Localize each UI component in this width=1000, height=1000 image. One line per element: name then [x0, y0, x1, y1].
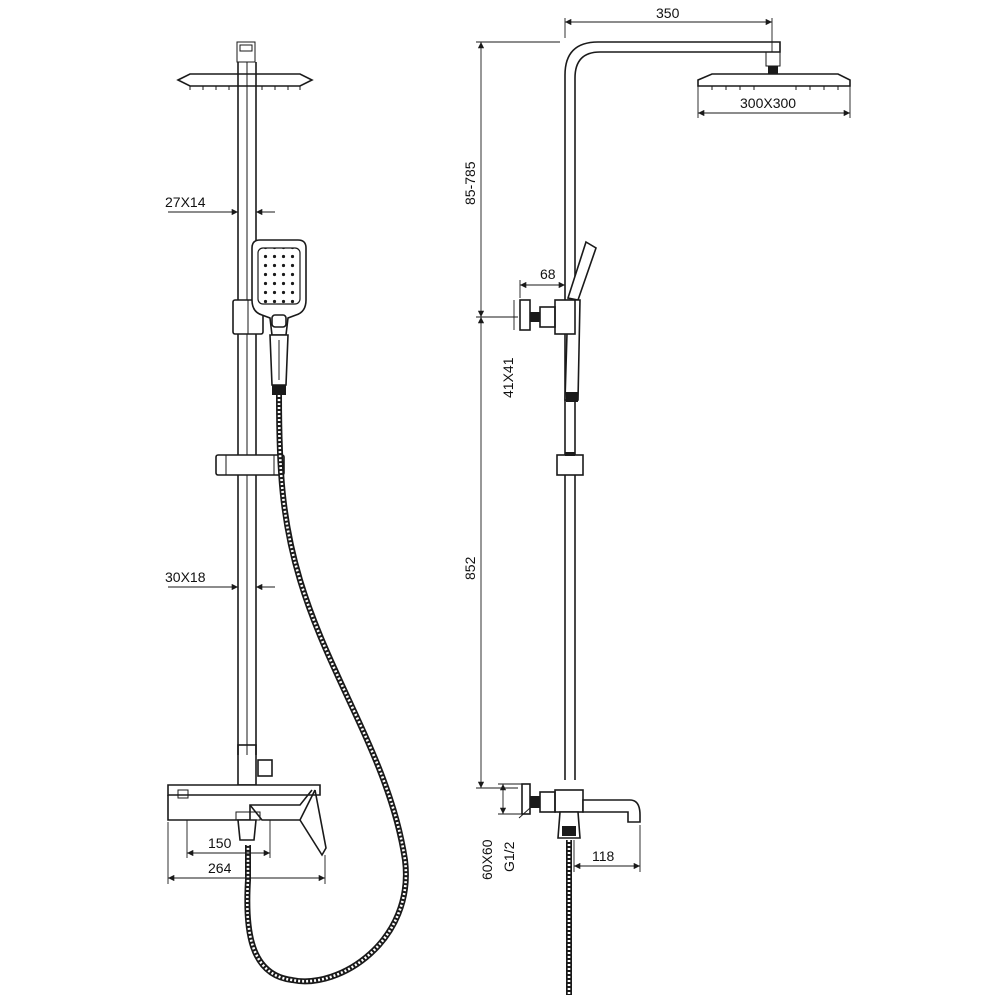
dim-300x300-label: 300X300 — [740, 95, 796, 111]
dim-350-label: 350 — [656, 5, 680, 21]
dim-852: 852 — [462, 317, 518, 789]
dim-60x60: 60X60 — [479, 783, 522, 880]
front-slide-bracket — [215, 454, 285, 476]
dim-85-785-label: 85-785 — [462, 161, 478, 205]
dim-150-label: 150 — [208, 835, 232, 851]
dim-85-785: 85-785 — [462, 41, 560, 318]
side-shower-arm — [564, 41, 781, 780]
dim-thread: G1/2 — [501, 807, 531, 872]
dim-150: 150 — [186, 820, 271, 858]
front-view: 27X14 30X18 150 264 — [165, 41, 409, 985]
dim-41x41-label: 41X41 — [500, 357, 516, 398]
dim-pipe-lower-label: 30X18 — [165, 569, 206, 585]
side-overhead-shower — [697, 73, 851, 90]
front-mixer — [167, 784, 327, 857]
dim-pipe-upper: 27X14 — [165, 194, 275, 216]
dim-264-label: 264 — [208, 860, 232, 876]
dim-852-label: 852 — [462, 556, 478, 580]
side-mixer — [521, 783, 641, 839]
front-overhead-shower — [176, 41, 314, 90]
dim-118-label: 118 — [592, 848, 615, 864]
side-slide-bracket — [556, 452, 584, 476]
front-hose — [244, 394, 409, 985]
front-upper-pipe — [237, 62, 273, 786]
side-wall-bracket — [519, 299, 576, 335]
front-hand-shower — [251, 239, 307, 395]
dim-41x41: 41X41 — [500, 300, 516, 398]
side-view: 350 300X300 85-785 68 41X41 — [462, 5, 851, 995]
dim-118: 118 — [573, 825, 641, 872]
dim-300x300: 300X300 — [697, 86, 851, 118]
dim-68: 68 — [519, 266, 566, 298]
dim-pipe-lower: 30X18 — [165, 569, 275, 591]
dim-thread-label: G1/2 — [501, 841, 517, 872]
dim-350: 350 — [564, 5, 773, 52]
dim-264: 264 — [167, 822, 326, 884]
dim-68-label: 68 — [540, 266, 556, 282]
dim-60x60-label: 60X60 — [479, 839, 495, 880]
dim-pipe-upper-label: 27X14 — [165, 194, 206, 210]
